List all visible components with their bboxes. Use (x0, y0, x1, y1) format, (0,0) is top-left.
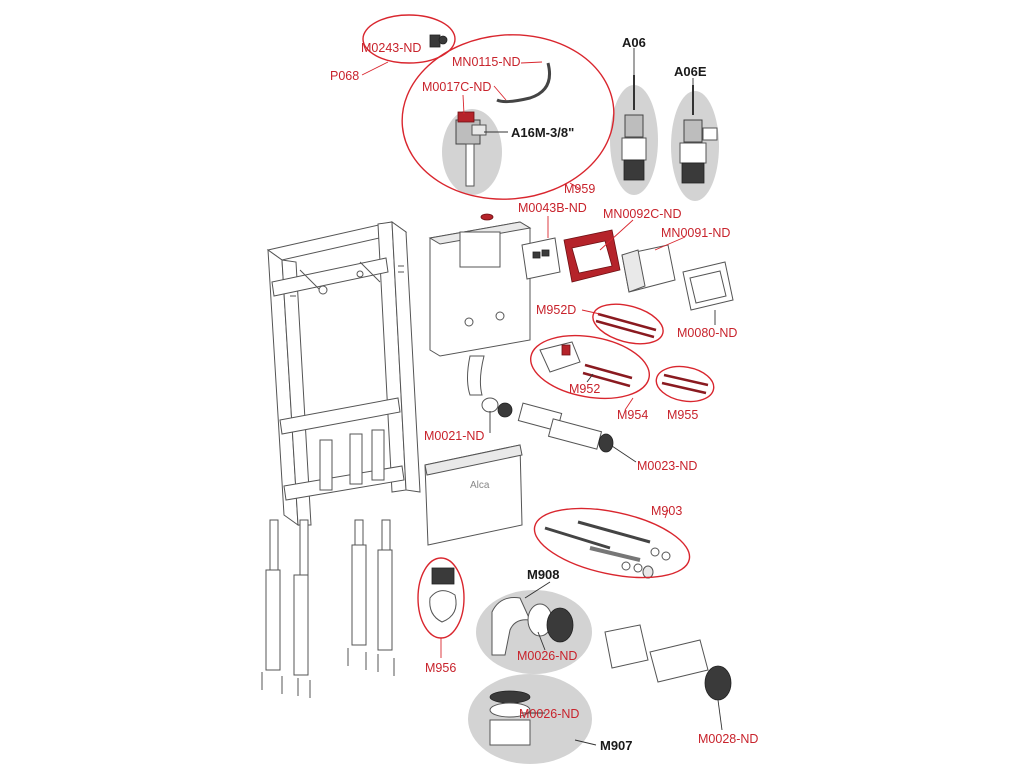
label-m908: M908 (527, 567, 560, 582)
m954-ring (529, 334, 651, 400)
label-m0080: M0080-ND (677, 326, 737, 340)
a06e-valve (679, 85, 718, 184)
m908-elbow (491, 597, 574, 656)
label-m0243: M0243-ND (361, 41, 421, 55)
m955-ring (655, 365, 715, 403)
label-m0026-a: M0026-ND (517, 649, 577, 663)
label-m903: M903 (651, 504, 682, 518)
label-m0017c: M0017C-ND (422, 80, 491, 94)
label-m952: M952 (569, 382, 600, 396)
label-m956: M956 (425, 661, 456, 675)
frame-legs (261, 519, 395, 698)
m952d-rods (595, 312, 657, 339)
mn0091-box (621, 244, 676, 293)
label-m907: M907 (600, 738, 633, 753)
m0080-frame (682, 261, 734, 311)
label-a06e: A06E (674, 64, 707, 79)
m903-bolts (544, 520, 671, 579)
label-m0028: M0028-ND (698, 732, 758, 746)
a06-valve (621, 75, 647, 181)
m955-rods (661, 373, 709, 395)
flush-pipes (481, 397, 614, 453)
label-mn0115: MN0115-ND (452, 55, 521, 69)
installation-box: Alca (424, 444, 523, 546)
m0043b-plate (521, 237, 561, 280)
label-p068: P068 (330, 69, 359, 83)
label-m0023: M0023-ND (637, 459, 697, 473)
cistern-tank (428, 213, 532, 396)
m952d-ring (592, 303, 664, 345)
label-m959: M959 (564, 182, 595, 196)
label-m0043b: M0043B-ND (518, 201, 587, 215)
brand-text: Alca (470, 480, 490, 491)
label-a16m: A16M-3/8" (511, 125, 574, 140)
m959-ring (401, 34, 615, 200)
m0243-fitting (429, 34, 448, 48)
m907-coupling (489, 690, 531, 746)
mounting-frame (266, 220, 421, 527)
label-mn0092c: MN0092C-ND (603, 207, 682, 221)
m0028-pipes (604, 624, 732, 701)
label-m0026-b: M0026-ND (519, 707, 579, 721)
label-m954: M954 (617, 408, 648, 422)
m956-clamp (429, 567, 457, 623)
label-mn0091: MN0091-ND (661, 226, 730, 240)
m952-rods (582, 363, 633, 388)
m0243-ring (362, 14, 456, 64)
label-m0021: M0021-ND (424, 429, 484, 443)
a16m-valve (455, 111, 487, 187)
mn0092c-frame (563, 229, 621, 283)
mn0115-hose (496, 62, 551, 104)
m903-ring (533, 507, 691, 579)
label-m952d: M952D (536, 303, 576, 317)
label-m955: M955 (667, 408, 698, 422)
m954-module (539, 341, 581, 373)
label-a06: A06 (622, 35, 646, 50)
